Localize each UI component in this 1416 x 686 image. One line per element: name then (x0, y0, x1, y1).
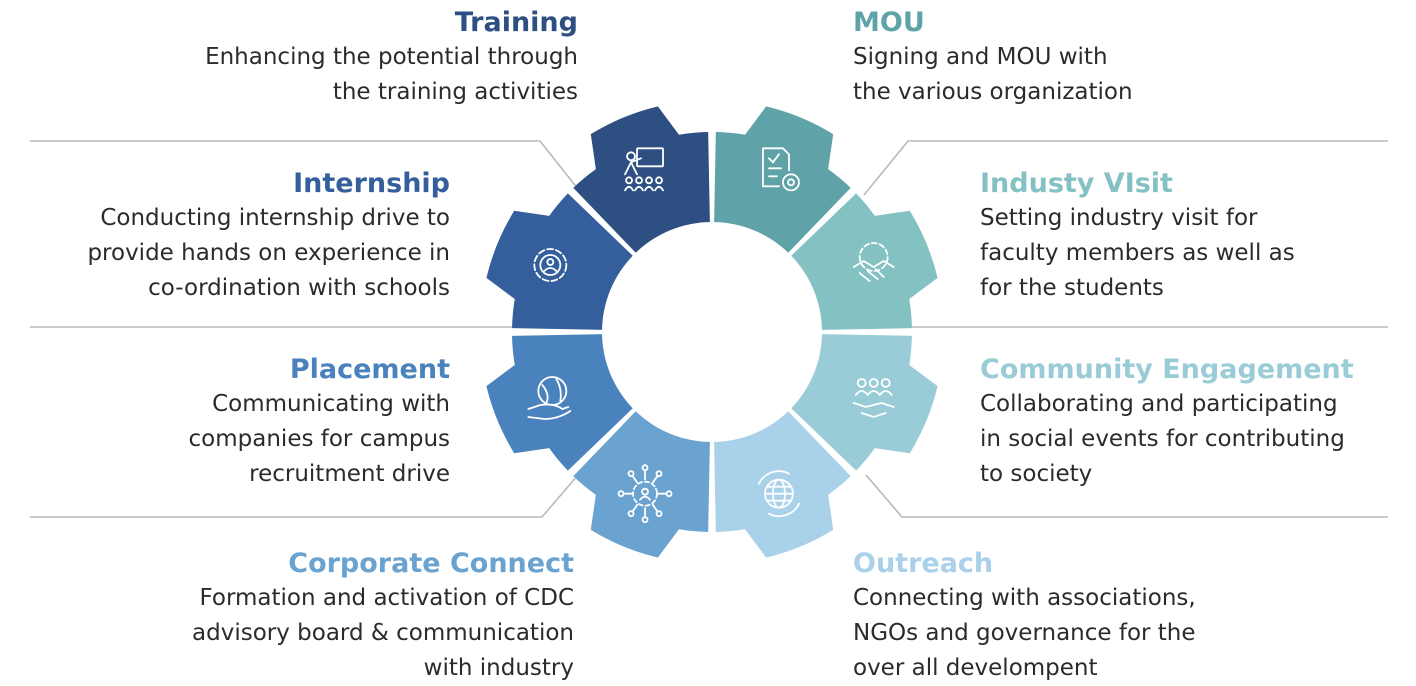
industry-visit-title: Industy VIsit (980, 168, 1173, 199)
hand-globe-icon (527, 376, 572, 420)
corporate-connect-block: Corporate Connect Formation and activati… (34, 547, 574, 686)
handshake-gear-icon (852, 242, 895, 282)
connector-line-industry (863, 140, 1388, 196)
placement-block: Placement Communicating with companies f… (10, 353, 450, 492)
internship-description: Conducting internship drive to provide h… (87, 205, 450, 301)
connector-line-outreach (865, 474, 1388, 518)
gear-segment-community (789, 334, 938, 471)
placement-description: Communicating with companies for campus … (188, 391, 450, 487)
outreach-description: Connecting with associations, NGOs and g… (853, 585, 1196, 681)
network-gear-icon (617, 464, 673, 524)
connector-lines (30, 140, 1388, 518)
community-engagement-title: Community Engagement (980, 354, 1354, 385)
document-gear-icon (762, 147, 800, 192)
industry-visit-block: Industy VIsit Setting industry visit for… (980, 167, 1400, 306)
group-handshake-icon (852, 378, 895, 418)
internship-block: Internship Conducting internship drive t… (10, 167, 450, 306)
community-engagement-description: Collaborating and participating in socia… (980, 391, 1345, 487)
training-title: Training (454, 7, 578, 38)
person-gear-icon (533, 248, 568, 282)
mou-description: Signing and MOU with the various organiz… (853, 44, 1133, 105)
segment-icons (527, 147, 895, 524)
connector-line-corporate (30, 474, 579, 518)
community-engagement-block: Community Engagement Collaborating and p… (980, 353, 1410, 492)
corporate-connect-description: Formation and activation of CDC advisory… (192, 585, 574, 681)
training-block: Training Enhancing the potential through… (58, 6, 578, 110)
mou-title: MOU (853, 7, 925, 38)
training-description: Enhancing the potential through the trai… (205, 44, 578, 105)
outreach-title: Outreach (853, 548, 994, 579)
placement-title: Placement (289, 354, 450, 385)
industry-visit-description: Setting industry visit for faculty membe… (980, 205, 1295, 301)
corporate-connect-title: Corporate Connect (288, 548, 574, 579)
outreach-block: Outreach Connecting with associations, N… (853, 547, 1373, 686)
gear-hub (602, 222, 822, 442)
mou-block: MOU Signing and MOU with the various org… (853, 6, 1373, 110)
presentation-board-icon (624, 147, 664, 192)
connector-line-internship (30, 140, 579, 190)
internship-title: Internship (293, 168, 450, 199)
globe-cycle-icon (758, 470, 800, 518)
gear-segment-corporate (573, 409, 710, 558)
